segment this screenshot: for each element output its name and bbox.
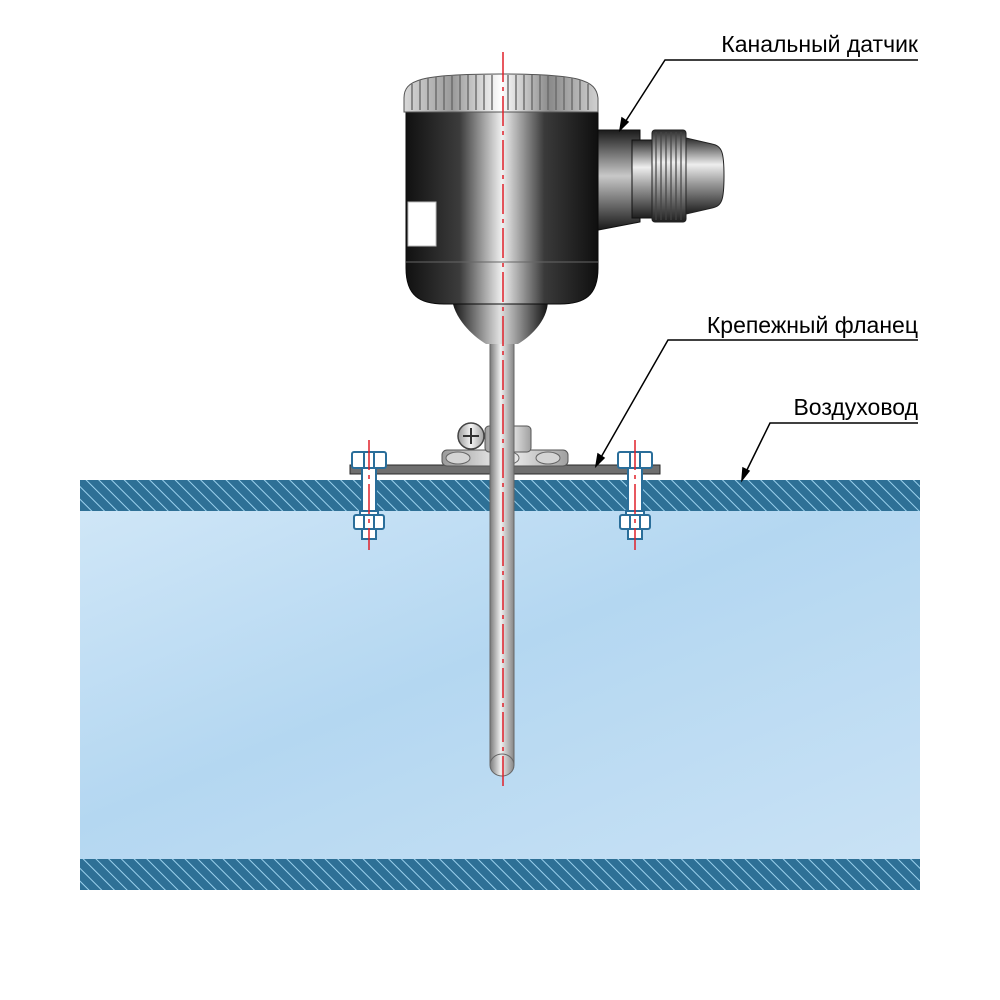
- duct-bottom-wall: [80, 859, 920, 890]
- housing-cap: [403, 73, 599, 113]
- duct-label: Воздуховод: [793, 394, 918, 420]
- clamp-screw: [457, 422, 485, 450]
- sensor-head: [403, 73, 725, 344]
- sensor-neck: [452, 300, 548, 344]
- sensor-housing-body: [405, 107, 599, 305]
- sensor-leader-line: [619, 59, 918, 131]
- cable-gland: [587, 129, 725, 233]
- callout-leaders: [594, 59, 918, 483]
- flange-leader-line: [595, 339, 918, 467]
- flange-label: Крепежный фланец: [707, 312, 918, 338]
- axis-lines: [368, 52, 636, 790]
- sensor-label: Канальный датчик: [721, 31, 919, 57]
- housing-label-plate: [407, 201, 437, 247]
- duct-leader-line: [741, 422, 918, 481]
- probe-rod: [489, 339, 515, 777]
